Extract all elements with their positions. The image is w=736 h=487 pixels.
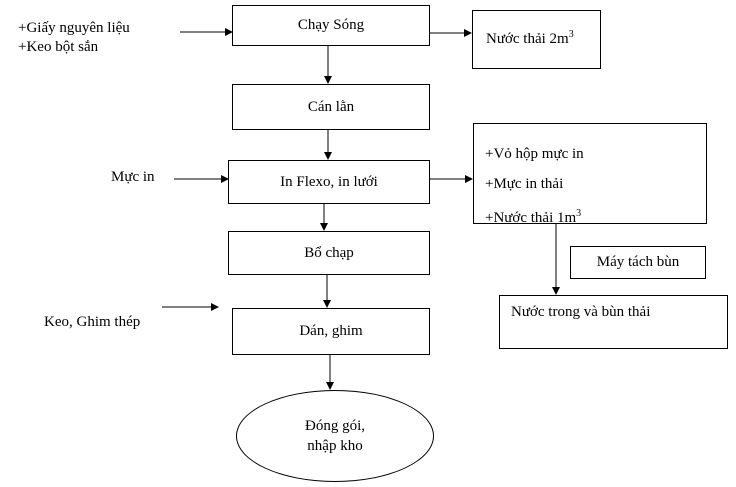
step-box-creasing: Cán lằn — [232, 84, 430, 130]
step3-label: In Flexo, in lưới — [280, 173, 378, 190]
output3-line3-sup: 3 — [576, 208, 582, 219]
final-step-packaging: Đóng gói, nhập kho — [236, 390, 434, 482]
result-label: Nước trong và bùn thải — [511, 304, 651, 320]
output1-sup: 3 — [568, 29, 574, 40]
input-ink: Mực in — [111, 169, 155, 185]
step-box-gluing: Dán, ghim — [232, 308, 430, 355]
step2-label: Cán lằn — [307, 98, 355, 115]
output1-text: Nước thải 2m — [486, 31, 569, 47]
sludge-separator-box: Máy tách bùn — [570, 246, 706, 279]
step4-label: Bổ chạp — [304, 244, 354, 261]
output3-line3-text: +Nước thải 1m — [485, 210, 577, 226]
output3-line1: +Vỏ hộp mực in — [485, 146, 584, 162]
step-box-printing: In Flexo, in lưới — [228, 160, 430, 204]
output-box-printing-waste: +Vỏ hộp mực in +Mực in thải +Nước thải 1… — [473, 123, 707, 226]
input-raw-materials: +Giấy nguyên liệu +Keo bột sắn — [18, 19, 130, 57]
step1-label: Chạy Sóng — [297, 17, 365, 33]
output3-line2: +Mực in thải — [485, 176, 564, 192]
output-box-wastewater-2m3: Nước thải 2m3 — [472, 10, 601, 69]
output3-line3: +Nước thải 1m3 — [485, 199, 706, 233]
step-box-slotting: Bổ chạp — [228, 231, 430, 275]
final-line2: nhập kho — [307, 438, 363, 454]
input1-line1: +Giấy nguyên liệu — [18, 20, 130, 36]
input-glue-staples: Keo, Ghim thép — [44, 314, 141, 330]
step5-label: Dán, ghim — [299, 323, 363, 339]
separator-label: Máy tách bùn — [596, 254, 680, 270]
result-box-clear-water-sludge: Nước trong và bùn thải — [499, 295, 728, 349]
input1-line2: +Keo bột sắn — [18, 39, 99, 55]
step-box-corrugating: Chạy Sóng — [232, 5, 430, 46]
final-line1: Đóng gói, — [305, 418, 365, 434]
